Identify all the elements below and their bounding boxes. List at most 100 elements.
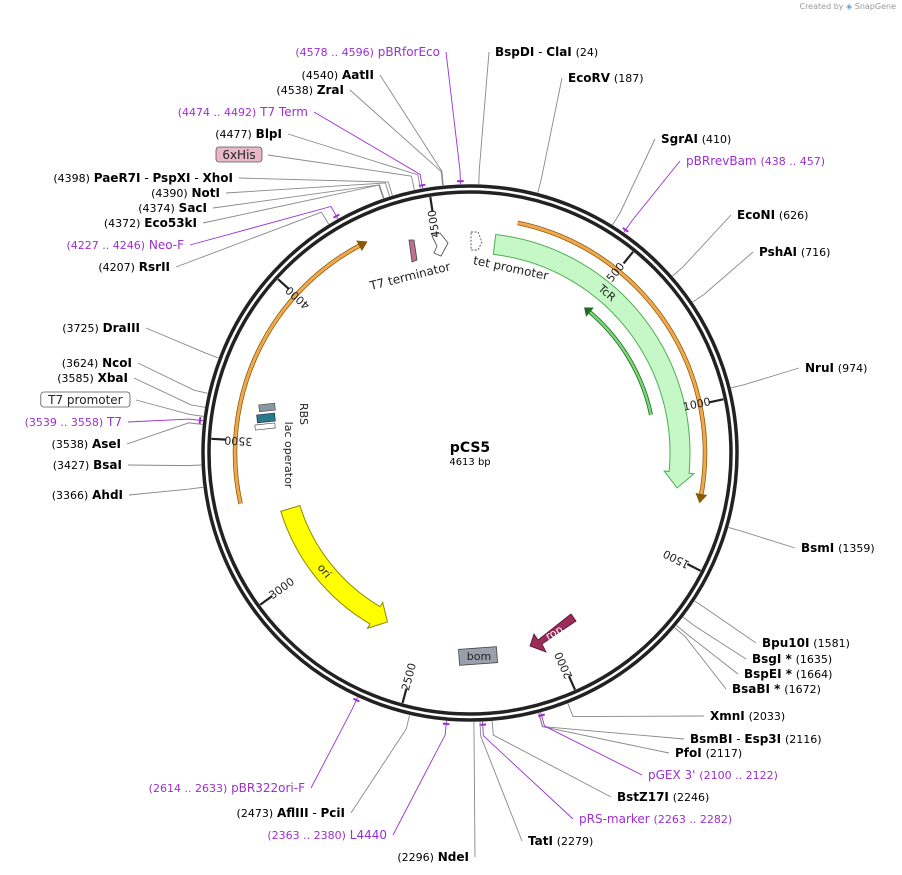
promoter-box [254, 422, 276, 431]
leader-line [538, 712, 670, 754]
site-name: pBR322ori-F [231, 781, 305, 795]
leader-line [137, 362, 208, 394]
site-coordinate: (1664) [796, 668, 833, 681]
bom-box [458, 646, 498, 666]
leader-line [126, 422, 203, 445]
enzyme-label[interactable]: (3624) NcoI [62, 356, 132, 370]
enzyme-label[interactable]: (3585) XbaI [57, 371, 128, 385]
tick-mark-1000 [708, 398, 724, 404]
left-site-12: (3725) DraIII [62, 321, 219, 359]
feature-tag-label[interactable]: T7 promoter [47, 393, 123, 407]
primer-label[interactable]: (2614 .. 2633) pBR322ori-F [149, 781, 305, 795]
enzyme-label[interactable]: Bpu10I (1581) [762, 636, 850, 650]
site-name: SacI [179, 201, 207, 215]
site-name: pBRrevBam [686, 154, 757, 168]
enzyme-label[interactable]: (4374) SacI [138, 201, 207, 215]
enzyme-label[interactable]: BsmI (1359) [801, 541, 875, 555]
rbs-box [258, 402, 276, 413]
right-site-13: BsmBI - Esp3I (2116) [538, 712, 822, 746]
enzyme-label[interactable]: PshAI (716) [759, 245, 830, 259]
snapgene-logo-icon: ◈ [846, 2, 853, 11]
enzyme-label[interactable]: (4398) PaeR7I - PspXI - XhoI [53, 171, 233, 185]
enzyme-label[interactable]: TatI (2279) [528, 834, 593, 848]
leader-line [692, 251, 754, 303]
site-coordinate: (2246) [673, 791, 710, 804]
enzyme-label[interactable]: (4372) Eco53kI [104, 216, 197, 230]
primer-label[interactable]: (4474 .. 4492) T7 Term [178, 105, 308, 119]
tick-label: 1500 [661, 547, 692, 571]
enzyme-label[interactable]: (3366) AhdI [52, 488, 123, 502]
primer-label[interactable]: (4578 .. 4596) pBRforEco [295, 45, 440, 59]
enzyme-label[interactable]: SgrAI (410) [661, 132, 731, 146]
tet-promoter-icon [470, 231, 483, 251]
primer-label[interactable]: (3539 .. 3558) T7 [25, 415, 122, 429]
enzyme-label[interactable]: (3427) BsaI [53, 458, 122, 472]
site-name: PspXI [152, 171, 190, 185]
enzyme-label[interactable]: BspDI - ClaI (24) [495, 45, 598, 59]
leader-line [392, 720, 447, 836]
leader-line [212, 184, 385, 209]
credit-brand: SnapGene [854, 2, 896, 11]
leader-line [682, 616, 747, 660]
site-name: PciI [321, 806, 346, 820]
enzyme-label[interactable]: XmnI (2033) [710, 709, 785, 723]
enzyme-label[interactable]: EcoRV (187) [568, 71, 644, 85]
right-site-10: BspEI * (1664) [676, 625, 832, 681]
enzyme-label[interactable]: (2296) NdeI [397, 850, 469, 864]
primer-binding-mark [333, 213, 340, 219]
site-name: pRS-marker [579, 812, 650, 826]
tick-mark-2000 [567, 675, 577, 691]
rbs-label: RBS [297, 403, 310, 425]
right-site-6: NruI (974) [730, 361, 867, 389]
enzyme-label[interactable]: (4477) BlpI [215, 127, 282, 141]
right-site-15: pGEX 3' (2100 .. 2122) [538, 712, 778, 782]
right-site-17: pRS-marker (2263 .. 2282) [479, 721, 732, 826]
left-site-1: (4540) AatII [302, 68, 444, 186]
tick-mark-2500 [401, 688, 408, 704]
site-coordinate: (3539 .. 3558) [25, 416, 104, 429]
enzyme-label[interactable]: BsaBI * (1672) [732, 682, 821, 696]
enzyme-label[interactable]: (3725) DraIII [62, 321, 140, 335]
backbone [201, 184, 739, 722]
enzyme-label[interactable]: (4207) RsrII [98, 260, 170, 274]
leader-line [202, 184, 384, 224]
enzyme-label[interactable]: (3538) AseI [52, 437, 121, 451]
leader-line [175, 211, 330, 268]
primer-label[interactable]: pGEX 3' (2100 .. 2122) [648, 768, 778, 782]
site-coordinate: (1635) [796, 653, 833, 666]
primer-label[interactable]: pBRrevBam (438 .. 457) [686, 154, 825, 168]
left-site-4: (4477) BlpI [215, 127, 421, 189]
feature-tag-label[interactable]: 6xHis [222, 148, 255, 162]
enzyme-label[interactable]: (4538) ZraI [276, 83, 344, 97]
leader-line [537, 77, 563, 193]
site-label-layer: BspDI - ClaI (24) EcoRV (187) SgrAI (410) p… [25, 45, 875, 864]
leader-line [135, 399, 204, 417]
primer-label[interactable]: (4227 .. 4246) Neo-F [66, 238, 184, 252]
enzyme-label[interactable]: EcoNI (626) [737, 208, 808, 222]
tcr-feature-arrow [492, 233, 696, 489]
leader-line [349, 89, 444, 186]
site-coordinate: (24) [576, 46, 599, 59]
enzyme-label[interactable]: (4390) NotI [151, 186, 220, 200]
enzyme-label[interactable]: (4540) AatII [302, 68, 374, 82]
enzyme-label[interactable]: BsmBI - Esp3I (2116) [690, 732, 822, 746]
primer-label[interactable]: (2363 .. 2380) L4440 [267, 828, 387, 842]
tick-mark-3000 [259, 595, 273, 606]
enzyme-label[interactable]: BstZ17I (2246) [617, 790, 709, 804]
promoter-arrow-icon [431, 232, 449, 257]
leader-line [538, 712, 685, 740]
primer-label[interactable]: pRS-marker (2263 .. 2282) [579, 812, 732, 826]
enzyme-label[interactable]: BsgI * (1635) [752, 652, 832, 666]
enzyme-label[interactable]: BspEI * (1664) [744, 667, 832, 681]
enzyme-label[interactable]: (2473) AflIII - PciI [237, 806, 345, 820]
site-name: BlpI [256, 127, 282, 141]
right-site-8: Bpu10I (1581) [694, 600, 850, 650]
tick-mark-500 [622, 251, 634, 265]
leader-line [730, 367, 800, 389]
site-coordinate: (2263 .. 2282) [654, 813, 733, 826]
enzyme-label[interactable]: PfoI (2117) [675, 746, 742, 760]
enzyme-label[interactable]: NruI (974) [805, 361, 867, 375]
site-name: BsmI [801, 541, 834, 555]
site-name: BsmBI [690, 732, 732, 746]
